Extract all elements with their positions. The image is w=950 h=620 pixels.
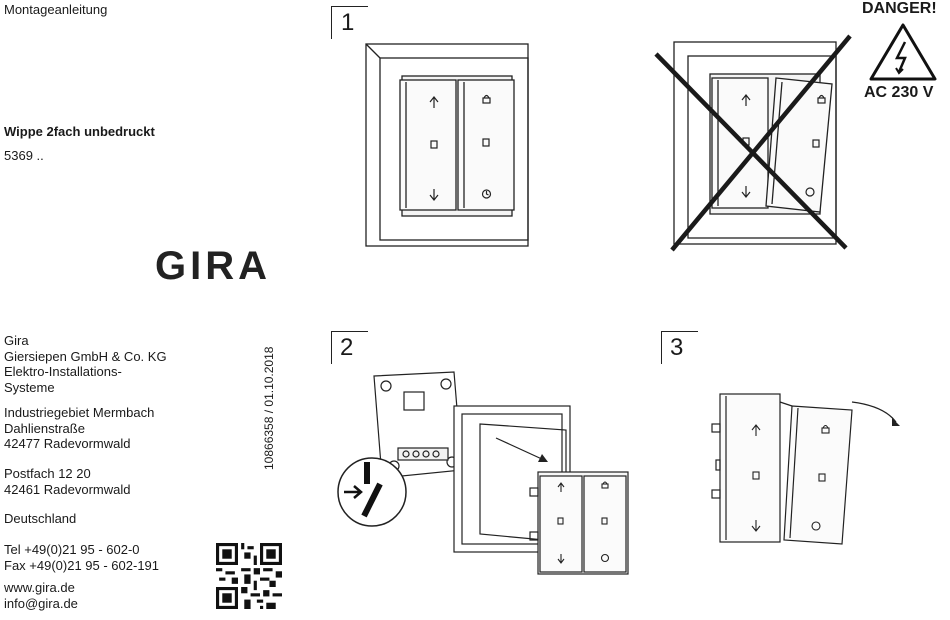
step-1-mounted-switch-illustration: [365, 43, 529, 247]
qr-code-icon: [216, 543, 282, 609]
step-1-marker: [331, 6, 368, 39]
company-line: Giersiepen GmbH & Co. KG: [4, 348, 167, 364]
phone-block: Tel +49(0)21 95 - 602-0 Fax +49(0)21 95 …: [4, 542, 159, 573]
country-block: Deutschland: [4, 511, 76, 527]
address-line: Industriegebiet Mermbach: [4, 405, 155, 420]
product-number: 5369 ..: [4, 148, 44, 163]
postbox-line: 42461 Radevormwald: [4, 481, 131, 497]
address-line: 42477 Radevormwald: [4, 436, 131, 451]
postbox-block: Postfach 12 20 42461 Radevormwald: [4, 466, 130, 497]
document-type: Montageanleitung: [4, 2, 108, 17]
danger-voltage: AC 230 V: [864, 84, 934, 101]
step-3-marker: [661, 331, 698, 364]
step-2-number: 2: [340, 334, 354, 361]
step-3-rocker-removal-illustration: [711, 393, 900, 545]
company-line: Elektro-Installations-: [4, 364, 122, 379]
company-line: Gira: [4, 333, 29, 348]
step-2-marker: [331, 331, 368, 364]
product-name: Wippe 2fach unbedruckt: [4, 124, 155, 139]
company-line: Systeme: [4, 379, 55, 395]
email-link[interactable]: info@gira.de: [4, 595, 78, 611]
address-block: Industriegebiet Mermbach Dahlienstraße 4…: [4, 405, 154, 452]
step-3-number: 3: [670, 334, 684, 361]
lightning-warning-icon: [869, 23, 937, 81]
postbox-line: Postfach 12 20: [4, 466, 91, 481]
address-line: Dahlienstraße: [4, 420, 85, 436]
country-line: Deutschland: [4, 511, 77, 526]
step-2-assembly-illustration: [337, 371, 629, 575]
gira-logo: GIRA: [155, 244, 271, 288]
company-name-block: Gira Giersiepen GmbH & Co. KG Elektro-In…: [4, 333, 167, 395]
website-link[interactable]: www.gira.de: [4, 580, 75, 595]
document-id: 10866358 / 01.10.2018: [262, 346, 276, 470]
step-1-number: 1: [341, 9, 355, 36]
web-block: www.gira.de info@gira.de: [4, 580, 78, 611]
fax-line: Fax +49(0)21 95 - 602-191: [4, 557, 160, 573]
danger-title: DANGER!: [862, 0, 937, 17]
phone-line: Tel +49(0)21 95 - 602-0: [4, 542, 140, 557]
polarity-symbol: [337, 457, 407, 527]
step-1-wrong-removal-illustration: [654, 34, 852, 252]
